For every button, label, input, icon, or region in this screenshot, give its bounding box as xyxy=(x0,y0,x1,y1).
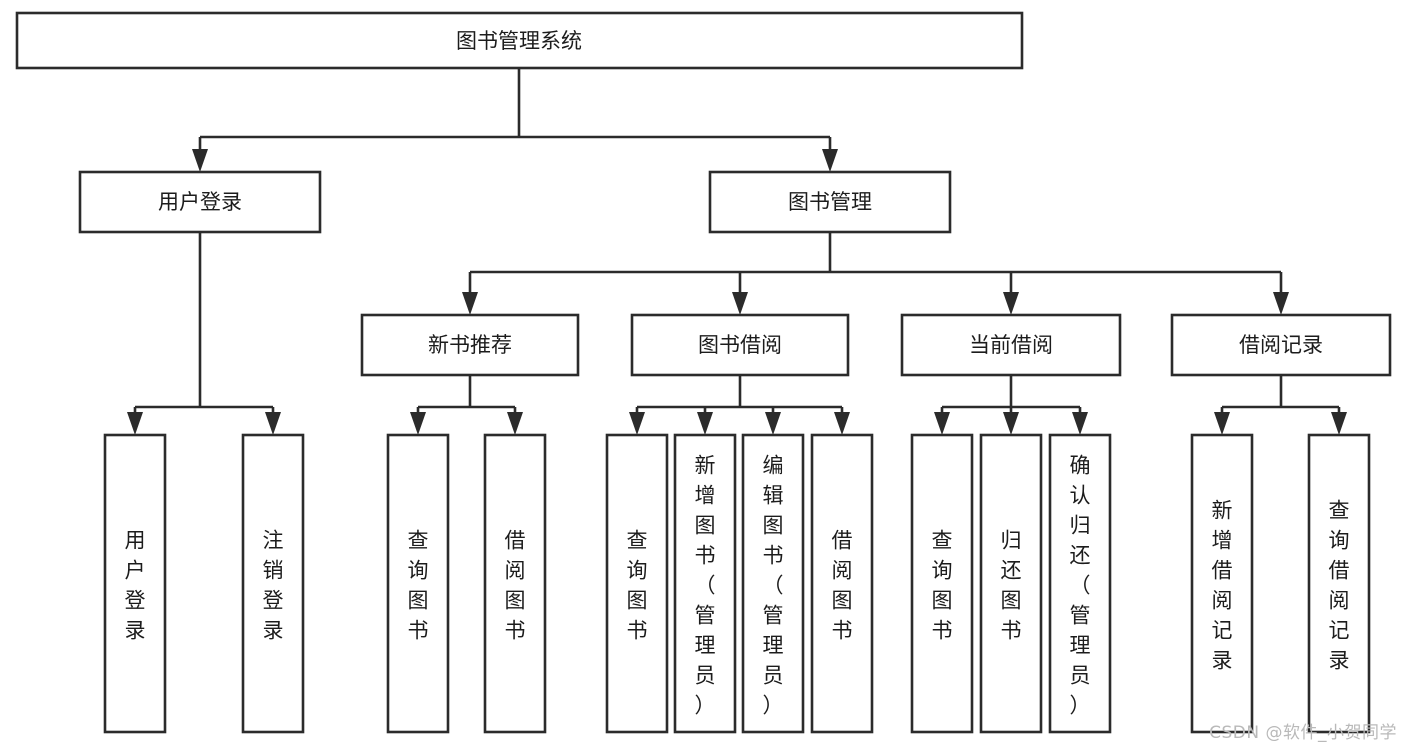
arrow-to-current-borrow xyxy=(1003,292,1019,315)
leaf-current-borrow-2-label: 确认归还（管理员） xyxy=(1070,453,1091,717)
leaf-book-borrow-1-label: 新增图书（管理员） xyxy=(695,453,716,717)
node-user-login[interactable]: 用户登录 xyxy=(78,170,322,234)
leaf-book-borrow-2-label: 编辑图书（管理员） xyxy=(763,453,784,717)
leaf-new-book-1-label: 借阅图书 xyxy=(505,528,526,642)
leaf-borrow-record-0[interactable]: 新增借阅记录 xyxy=(1190,433,1254,734)
node-root-system[interactable]: 图书管理系统 xyxy=(15,11,1024,70)
node-user-login-label: 用户登录 xyxy=(158,190,242,214)
node-book-management[interactable]: 图书管理 xyxy=(708,170,952,234)
leaf-user-login-1-label: 注销登录 xyxy=(263,528,284,642)
node-new-book-recommend-label: 新书推荐 xyxy=(428,333,512,357)
connector-currentborrow-to-leaves xyxy=(934,375,1088,435)
leaf-new-book-1[interactable]: 借阅图书 xyxy=(483,433,547,734)
leaf-user-login-0-label: 用户登录 xyxy=(125,528,146,642)
leaf-current-borrow-0-label: 查询图书 xyxy=(932,528,953,642)
node-borrow-record-label: 借阅记录 xyxy=(1239,333,1323,357)
leaf-book-borrow-0-label: 查询图书 xyxy=(627,528,648,642)
node-book-management-label: 图书管理 xyxy=(788,190,872,214)
leaf-book-borrow-3-label: 借阅图书 xyxy=(832,528,853,642)
leaf-borrow-record-0-label: 新增借阅记录 xyxy=(1212,498,1233,672)
leaf-current-borrow-0[interactable]: 查询图书 xyxy=(910,433,974,734)
leaf-borrow-record-1-label: 查询借阅记录 xyxy=(1329,498,1350,672)
connector-userlogin-to-leaves xyxy=(127,232,281,435)
arrow-to-book-borrow xyxy=(732,292,748,315)
leaf-book-borrow-2[interactable]: 编辑图书（管理员） xyxy=(741,433,805,734)
leaf-user-login-0[interactable]: 用户登录 xyxy=(103,433,167,734)
connector-root-to-level2 xyxy=(192,68,838,172)
node-root-label: 图书管理系统 xyxy=(456,29,582,53)
arrow-to-user-login xyxy=(192,149,208,172)
leaf-book-borrow-0[interactable]: 查询图书 xyxy=(605,433,669,734)
leaf-current-borrow-1-label: 归还图书 xyxy=(1001,528,1022,642)
leaf-borrow-record-1[interactable]: 查询借阅记录 xyxy=(1307,433,1371,734)
leaf-book-borrow-1[interactable]: 新增图书（管理员） xyxy=(673,433,737,734)
node-borrow-record[interactable]: 借阅记录 xyxy=(1170,313,1392,377)
leaf-new-book-0[interactable]: 查询图书 xyxy=(386,433,450,734)
leaf-book-borrow-3[interactable]: 借阅图书 xyxy=(810,433,874,734)
node-current-borrow-label: 当前借阅 xyxy=(969,333,1053,357)
node-book-borrow-label: 图书借阅 xyxy=(698,333,782,357)
leaf-new-book-0-label: 查询图书 xyxy=(408,528,429,642)
connector-borrowrecord-to-leaves xyxy=(1214,375,1347,435)
leaf-current-borrow-2[interactable]: 确认归还（管理员） xyxy=(1048,433,1112,734)
node-current-borrow[interactable]: 当前借阅 xyxy=(900,313,1122,377)
arrow-to-new-book xyxy=(462,292,478,315)
connector-bookborrow-to-leaves xyxy=(629,375,850,435)
arrow-to-book-manage xyxy=(822,149,838,172)
leaf-user-login-1[interactable]: 注销登录 xyxy=(241,433,305,734)
connector-bookmanage-to-level3 xyxy=(462,232,1289,315)
leaf-current-borrow-1[interactable]: 归还图书 xyxy=(979,433,1043,734)
connector-newbook-to-leaves xyxy=(410,375,523,435)
node-book-borrow[interactable]: 图书借阅 xyxy=(630,313,850,377)
arrow-to-borrow-record xyxy=(1273,292,1289,315)
node-new-book-recommend[interactable]: 新书推荐 xyxy=(360,313,580,377)
